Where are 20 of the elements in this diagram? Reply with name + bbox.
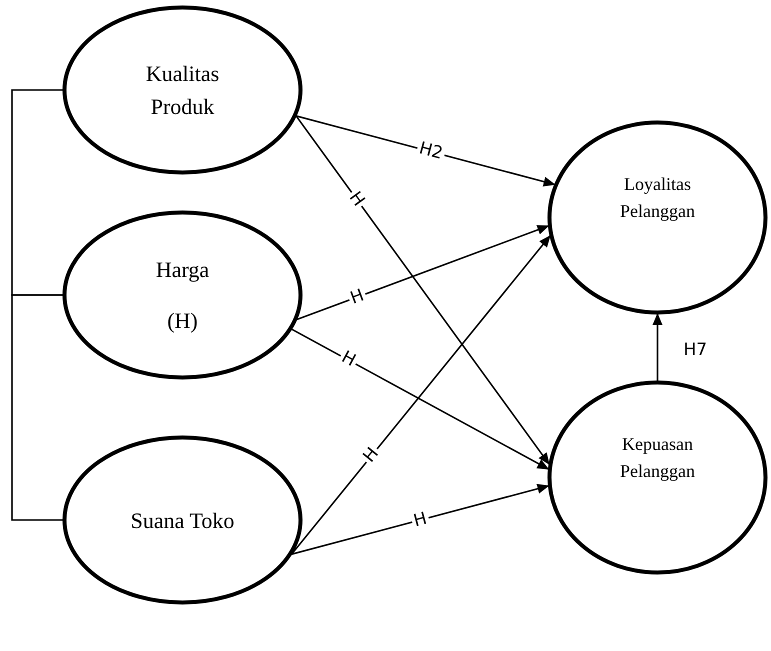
construct-ellipse bbox=[62, 5, 303, 175]
arrow bbox=[296, 115, 550, 465]
arrow bbox=[291, 328, 550, 470]
construct-ellipse bbox=[547, 380, 768, 575]
construct-ellipse bbox=[547, 120, 768, 315]
construct-name: Loyalitas Pelanggan bbox=[619, 172, 696, 223]
construct-name: Suana Toko bbox=[130, 506, 236, 534]
construct-abbreviation: (H) bbox=[166, 307, 199, 335]
construct-ellipse bbox=[62, 435, 303, 605]
arrow bbox=[652, 313, 662, 381]
construct-name: Kualitas Produk bbox=[144, 60, 220, 121]
arrow bbox=[296, 225, 550, 320]
construct-ellipse bbox=[62, 210, 303, 380]
arrow bbox=[291, 235, 551, 555]
arrow bbox=[296, 115, 556, 186]
construct-name: Harga bbox=[154, 256, 210, 284]
correlation-line bbox=[11, 294, 63, 521]
construct-name: Kepuasan Pelanggan bbox=[619, 432, 696, 483]
arrow bbox=[291, 484, 550, 555]
correlation-line bbox=[11, 89, 63, 296]
